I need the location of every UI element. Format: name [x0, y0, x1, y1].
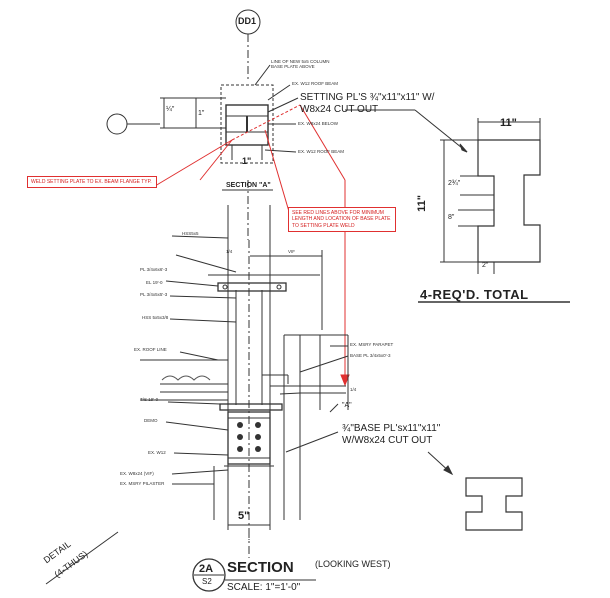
- section-a-label: SECTION "A": [226, 182, 271, 189]
- label-hss-col: HSS 5x5x3/8: [142, 315, 169, 320]
- plate-outline: [477, 139, 541, 263]
- plate-width-dim: 11": [500, 117, 517, 129]
- label-el-top: EL 19'-0: [146, 280, 163, 285]
- title-scale: SCALE: 1"=1'-0": [227, 582, 301, 593]
- note-ex-roof-beam: EX. W12 ROOF BEAM: [292, 81, 339, 86]
- grid-bubble-label: DD1: [238, 16, 257, 26]
- dim-1in-bottom: 1": [242, 156, 252, 166]
- red-note-weld: WELD SETTING PLATE TO EX. BEAM FLANGE TY…: [27, 176, 157, 189]
- label-section-ref-a: "A": [342, 402, 352, 409]
- label-base-pl-note: BASE PL 3/4x5x0'-3: [350, 353, 391, 358]
- dim-1in-left: 1": [198, 110, 205, 117]
- plate-dim-2: 2": [482, 262, 489, 269]
- plate-dim-8: 8": [448, 214, 455, 221]
- label-tos: T/S 19'-0: [140, 397, 159, 402]
- note-ex-roof-beam-2: EX. W12 ROOF BEAM: [298, 149, 345, 154]
- label-base-pl-1: ¾"BASE PL'sx11"x11": [342, 423, 441, 434]
- label-pl-top: PL 3/4x6x6'-3: [140, 267, 168, 272]
- title-number: 2A: [199, 563, 214, 575]
- note-line-of-column: LINE OF NEW 5x5 COLUMN BASE PLATE ABOVE: [271, 59, 330, 69]
- note-ex-beam-below: EX. W8x24 BELOW: [298, 121, 339, 126]
- label-dim-5: 5": [238, 510, 250, 522]
- label-hss: HSS5x5: [182, 231, 199, 236]
- title-sheet: S2: [202, 577, 212, 586]
- label-quarter: 1/4: [226, 249, 233, 254]
- beam-section: [227, 411, 271, 465]
- note-setting-plate-2: W8x24 CUT OUT: [300, 104, 379, 115]
- label-pl-mid: PL 3/4x5x5'-3: [140, 292, 168, 297]
- label-ex-pilaster: EX. MSRY PILASTER: [120, 481, 165, 486]
- title-section: SECTION: [227, 559, 294, 576]
- cap-plate: [217, 282, 287, 292]
- title-bubble: [192, 558, 226, 592]
- label-base-pl-2: W/W8x24 CUT OUT: [342, 435, 433, 446]
- note-setting-plate-1: SETTING PL'S ¾"x11"x11" W/: [300, 92, 435, 103]
- label-ex-w8: EX. W8x24 (VIF): [120, 471, 154, 476]
- total-label: 4-REQ'D. TOTAL: [420, 287, 529, 302]
- title-looking: (LOOKING WEST): [315, 559, 391, 569]
- plate-dim-2-3-4: 2¾": [448, 180, 461, 187]
- label-ex-parapet: EX. MSRY PARAPET: [350, 342, 394, 347]
- dim-quarter: ¼": [166, 106, 175, 113]
- plate-height-dim: 11": [415, 195, 428, 212]
- label-weld-sym: 1/4: [350, 387, 357, 392]
- label-vif: VIF: [288, 249, 296, 254]
- red-note-red-lines: SEE RED LINES ABOVE FOR MINIMUM LENGTH A…: [288, 207, 396, 232]
- label-ex-roof-line: EX. ROOF LINE: [134, 347, 167, 352]
- label-demo: DEMO: [144, 418, 158, 423]
- base-plate-shape: [465, 477, 523, 531]
- left-section-circle: [106, 113, 128, 135]
- label-ex-w12: EX. W12: [148, 450, 166, 455]
